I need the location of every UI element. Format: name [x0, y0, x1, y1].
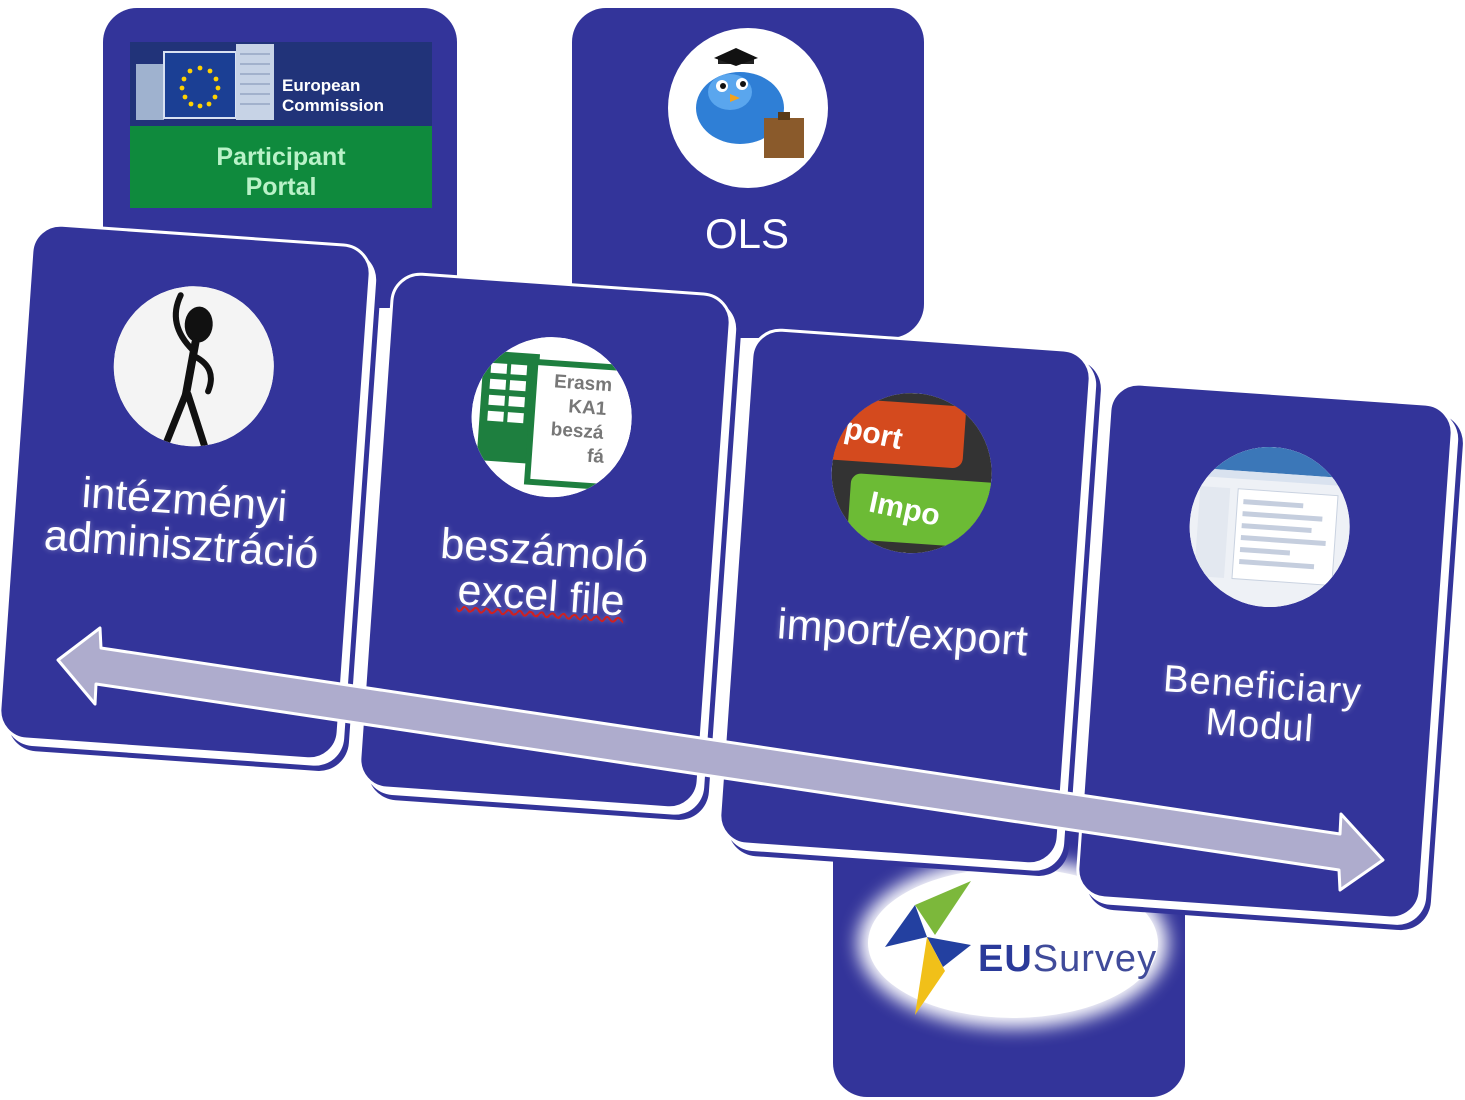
- commission-building-icon: [136, 44, 274, 120]
- participant-portal-logo: European Commission Participant Portal: [130, 42, 432, 208]
- panel-import-export: port Impo import/export: [716, 326, 1094, 868]
- brand-line-2: Commission: [282, 95, 385, 115]
- screenshot-thumbnail-icon: [1184, 441, 1356, 613]
- portal-title-line-1: Participant: [216, 143, 346, 171]
- excel-thumb-text: Erasm: [553, 371, 612, 396]
- european-commission-banner: European Commission: [130, 42, 432, 126]
- panel-beszamolo: Erasm KA1 beszá fá beszámoló excel file: [356, 270, 734, 812]
- panel-label: import/export: [733, 599, 1071, 667]
- portal-title-line-2: Portal: [245, 173, 317, 201]
- ols-label: OLS: [704, 210, 790, 257]
- excel-file-icon: Erasm KA1 beszá fá: [466, 331, 638, 503]
- participant-portal-title: Participant Portal: [130, 142, 432, 202]
- ols-bird-icon: [668, 28, 828, 188]
- eusurvey-wordmark: EUSurvey: [978, 938, 1157, 981]
- excel-thumb-text: KA1: [568, 396, 608, 420]
- import-export-keys-icon: port Impo: [826, 387, 998, 559]
- excel-thumb-text: beszá: [550, 419, 605, 444]
- participant-portal-banner: [130, 126, 432, 208]
- panel-line: import/export: [775, 600, 1030, 666]
- european-commission-text: European Commission: [282, 76, 384, 115]
- panel-intezmenyi: intézményi adminisztráció: [0, 221, 374, 763]
- brand-line-1: European: [282, 76, 361, 95]
- panel-label: intézményi adminisztráció: [12, 466, 353, 579]
- panel-label: beszámoló excel file: [372, 517, 713, 630]
- stick-figure-icon: [108, 280, 280, 452]
- excel-thumb-text: fá: [586, 446, 605, 468]
- panel-beneficiary: Beneficiary Modul: [1074, 380, 1456, 922]
- eusurvey-star-icon: [885, 881, 971, 1015]
- eusurvey-survey: Survey: [1032, 938, 1158, 980]
- eusurvey-eu: EU: [978, 938, 1033, 980]
- panel-label: Beneficiary Modul: [1089, 655, 1434, 758]
